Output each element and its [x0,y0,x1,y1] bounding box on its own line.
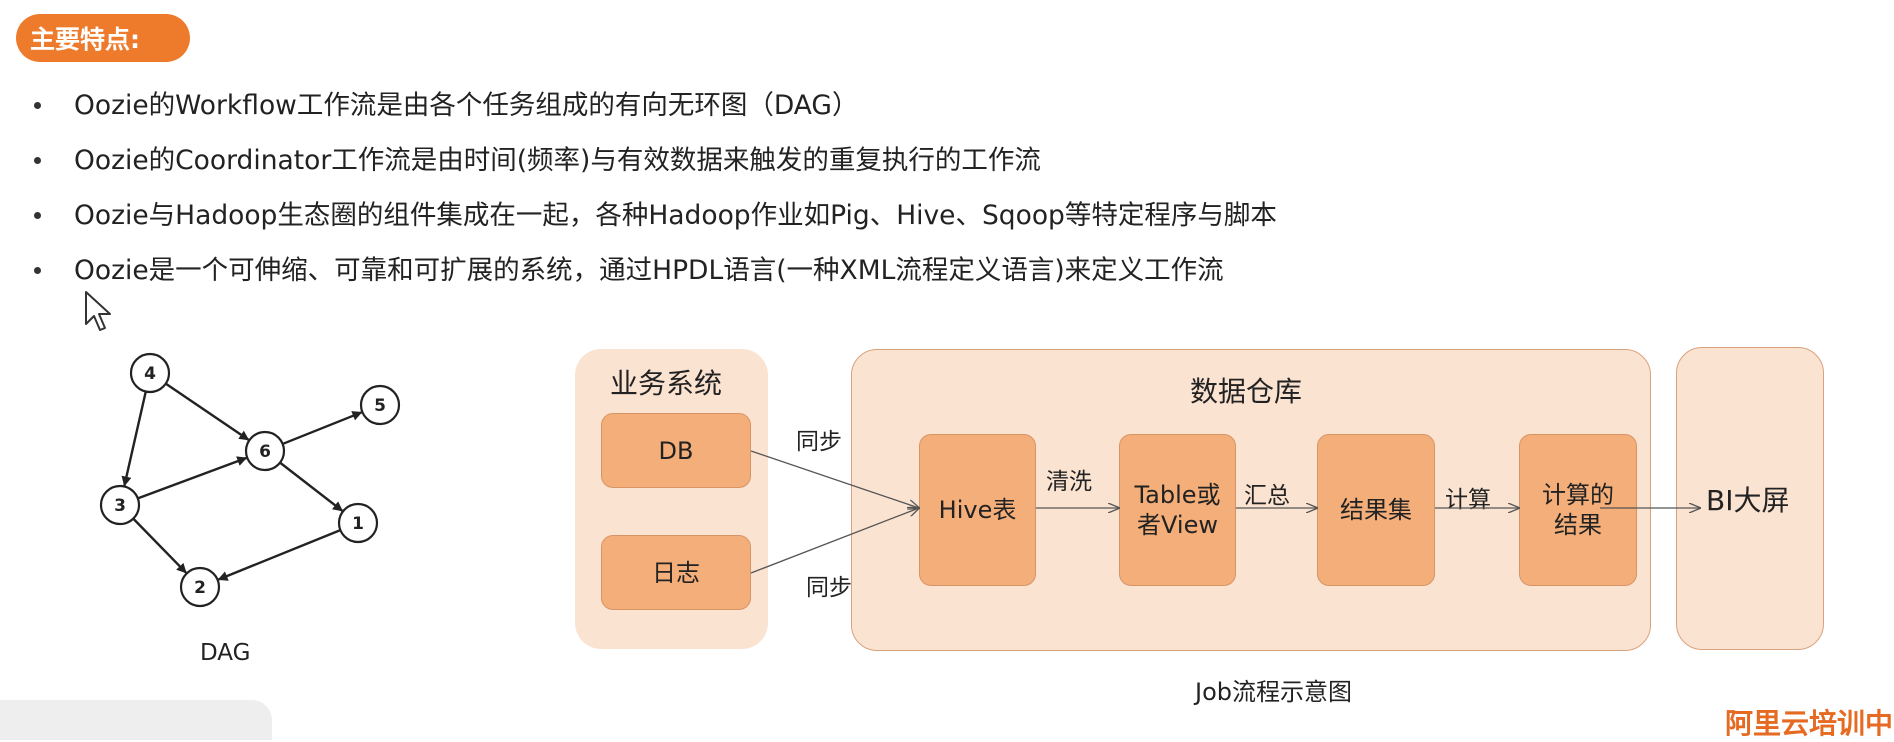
dag-graph: 4 5 6 3 1 2 [99,352,401,608]
result-set-label: 结果集 [1340,496,1412,524]
data-warehouse-title: 数据仓库 [1190,375,1303,408]
dag-edge-6-5 [282,411,363,446]
bullet-dot-icon [34,212,41,219]
feature-text: Oozie的Coordinator工作流是由时间(频率)与有效数据来触发的重复执… [74,145,1041,176]
dag-caption: DAG [200,640,251,666]
dag-node-2: 2 [179,566,221,608]
bullet-dot-icon [34,102,41,109]
dag-node-3: 3 [99,484,141,526]
bi-screen-label: BI大屏 [1706,484,1790,517]
bi-screen-panel [1676,347,1824,650]
db-node: DB [601,413,751,488]
feature-text: Oozie是一个可伸缩、可靠和可扩展的系统，通过HPDL语言(一种XML流程定义… [74,255,1224,286]
sync-label-bottom: 同步 [806,575,852,601]
job-flow-caption: Job流程示意图 [1195,678,1352,706]
dag-node-label: 2 [194,578,206,598]
bullet-dot-icon [34,267,41,274]
sync-label-top: 同步 [796,429,842,455]
dag-node-6: 6 [244,430,286,472]
computed-result-node: 计算的 结果 [1519,434,1637,586]
feature-text: Oozie的Workflow工作流是由各个任务组成的有向无环图（DAG） [74,90,859,121]
dag-node-label: 1 [352,514,364,534]
dag-node-label: 3 [114,496,126,516]
db-label: DB [658,436,694,465]
table-view-node: Table或 者View [1119,434,1236,586]
table-view-label-line2: 者View [1137,511,1218,539]
compute-label: 计算 [1445,487,1491,513]
dag-node-4: 4 [129,352,171,394]
features-badge: 主要特点: [16,14,190,62]
computed-result-label-line2: 结果 [1554,511,1602,539]
feature-item: Oozie的Coordinator工作流是由时间(频率)与有效数据来触发的重复执… [34,133,1277,188]
dag-node-1: 1 [337,502,379,544]
computed-result-label-line1: 计算的 [1542,481,1614,509]
dag-edge-3-2 [132,517,187,574]
feature-list: Oozie的Workflow工作流是由各个任务组成的有向无环图（DAG） Ooz… [34,78,1277,298]
log-label: 日志 [652,558,700,587]
feature-text: Oozie与Hadoop生态圈的组件集成在一起，各种Hadoop作业如Pig、H… [74,200,1277,231]
bottom-toolbar[interactable] [0,700,272,740]
brand-watermark: 阿里云培训中 [1725,707,1894,740]
dag-node-label: 6 [259,442,271,462]
mouse-cursor-icon [85,291,111,331]
summary-label: 汇总 [1244,483,1290,509]
dag-edge-4-6 [165,382,250,441]
feature-item: Oozie与Hadoop生态圈的组件集成在一起，各种Hadoop作业如Pig、H… [34,188,1277,243]
dag-edge-1-2 [217,529,341,581]
feature-item: Oozie是一个可伸缩、可靠和可扩展的系统，通过HPDL语言(一种XML流程定义… [34,243,1277,298]
hive-table-node: Hive表 [919,434,1036,586]
table-view-label-line1: Table或 [1134,481,1221,509]
bullet-dot-icon [34,157,41,164]
feature-item: Oozie的Workflow工作流是由各个任务组成的有向无环图（DAG） [34,78,1277,133]
clean-label: 清洗 [1046,469,1092,495]
result-set-node: 结果集 [1317,434,1435,586]
log-node: 日志 [601,535,751,610]
hive-table-label: Hive表 [938,496,1017,524]
dag-edge-3-6 [137,456,248,500]
dag-node-label: 4 [144,364,156,384]
dag-edge-4-3 [121,391,147,487]
business-system-title: 业务系统 [610,367,723,400]
dag-node-label: 5 [374,396,386,416]
dag-node-5: 5 [359,384,401,426]
dag-edge-6-1 [279,461,343,512]
